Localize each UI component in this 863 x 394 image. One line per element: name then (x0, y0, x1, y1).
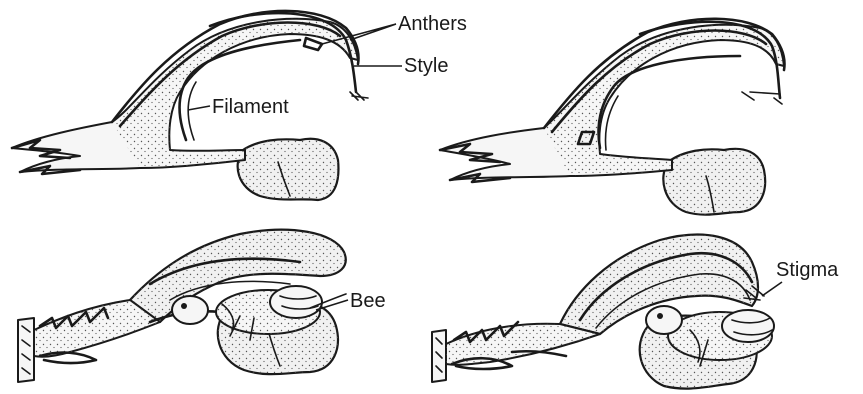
flower-panel-bottom-right (432, 235, 774, 389)
stem (18, 318, 34, 382)
label-stigma-text: Stigma (776, 259, 839, 281)
anthers (304, 38, 322, 50)
flower-panel-bottom-left (18, 230, 346, 382)
flower-panel-top-left (12, 11, 368, 200)
label-filament: Filament (188, 96, 289, 118)
flower-panel-top-right (440, 19, 785, 215)
stigma-tip (350, 92, 368, 100)
label-style: Style (354, 55, 448, 77)
label-filament-text: Filament (212, 96, 289, 118)
label-anthers-text: Anthers (398, 13, 467, 35)
label-bee-text: Bee (350, 290, 386, 312)
label-style-text: Style (404, 55, 448, 77)
label-stigma: Stigma (762, 259, 839, 296)
